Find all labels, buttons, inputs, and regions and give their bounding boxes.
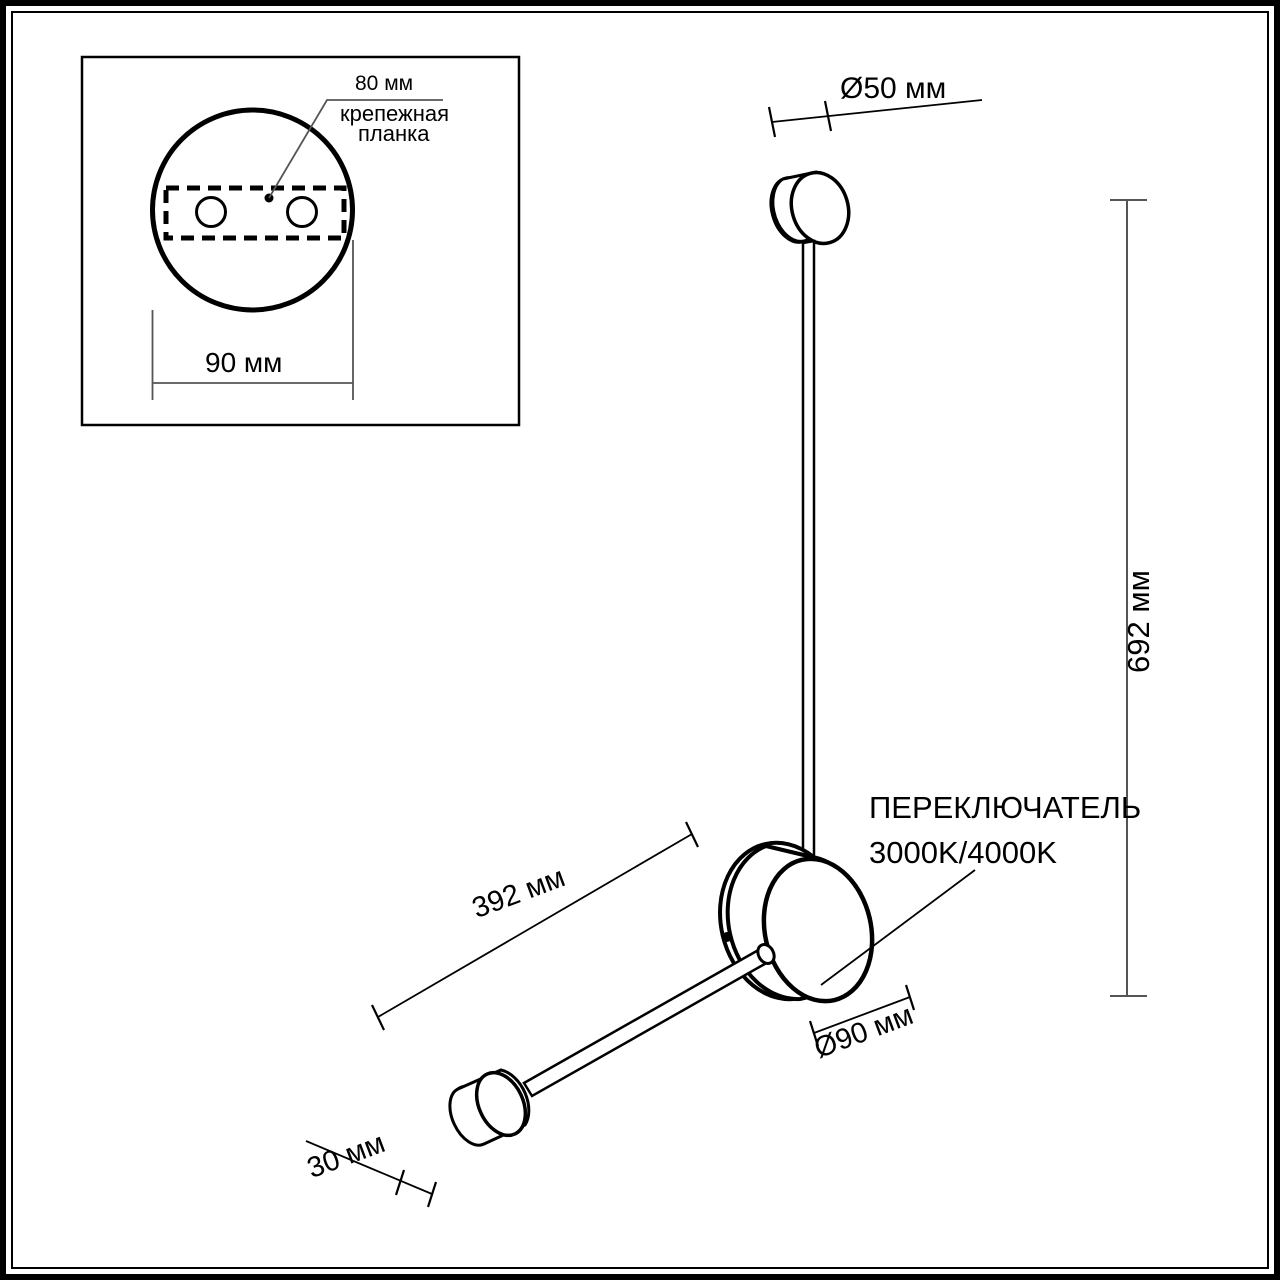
hub-front-face: [761, 856, 875, 1004]
dim-392-line: [377, 833, 693, 1018]
dim-d90-tick-left: [808, 1020, 820, 1047]
label-switch-line1: ПЕРЕКЛЮЧАТЕЛЬ: [869, 790, 1142, 825]
screw-hole-left-icon: [195, 196, 227, 228]
dim-30-tick-mid: [394, 1169, 406, 1196]
dim-392-tick-right: [685, 821, 699, 848]
dim-d50-tick-left: [767, 106, 777, 138]
dim-d50-tick-right: [823, 100, 833, 132]
head-front-face: [789, 170, 851, 246]
vertical-rod: [801, 239, 816, 872]
leader-line-bracket: [268, 99, 443, 199]
dim-30-line: [305, 1140, 433, 1195]
label-bracket-name-line1: крепежная: [340, 101, 450, 126]
screw-hole-right-icon: [286, 196, 318, 228]
label-bracket-size: 80 мм: [355, 72, 414, 95]
lower-arm-rod: [522, 946, 772, 1098]
label-total-height: 692 мм: [1121, 570, 1156, 673]
hub-screw-dot-icon: [722, 932, 732, 942]
dim-d50-line: [771, 99, 983, 123]
label-bracket-name-line2: планка: [358, 121, 430, 146]
leader-line-switch: [820, 869, 976, 986]
dim-d90-line: [813, 996, 911, 1034]
end-cap-front-face: [474, 1070, 528, 1138]
dim-30-tick-right: [426, 1181, 438, 1208]
label-base-diameter: 90 мм: [205, 347, 283, 378]
dim-d90-tick-right: [904, 984, 916, 1011]
base-plate-circle: [150, 107, 355, 313]
lower-arm-socket: [756, 943, 776, 965]
label-switch-line2: 3000K/4000K: [869, 835, 1057, 870]
label-head-diameter: Ø50 мм: [840, 72, 947, 105]
inner-frame-border: [11, 11, 1269, 1269]
dim-392-tick-left: [371, 1004, 385, 1031]
mounting-bracket-dashed-rect: [163, 185, 347, 241]
